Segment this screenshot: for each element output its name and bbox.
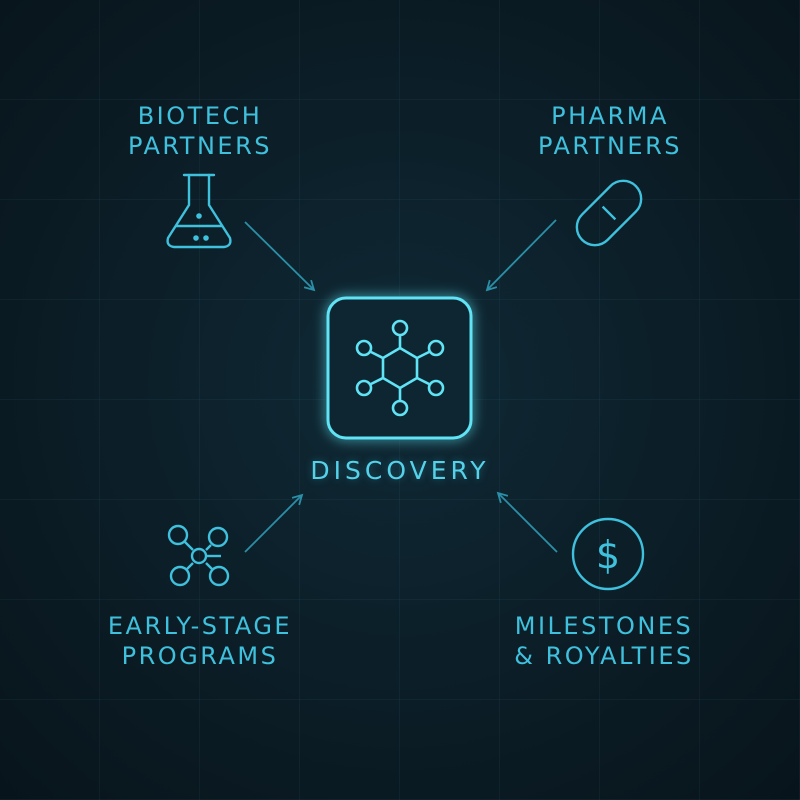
biotech-partners-label: BIOTECH PARTNERS: [100, 101, 300, 161]
arrow-biotech-to-discovery: [244, 221, 316, 292]
pharma-label-line-1: PHARMA: [551, 102, 669, 130]
arrow-pharma-to-discovery: [485, 219, 557, 292]
discovery-label: DISCOVERY: [310, 456, 490, 485]
biotech-label-line-1: BIOTECH: [137, 102, 263, 130]
molecule-icon: [355, 319, 445, 417]
dollar-coin-icon: $: [571, 517, 645, 591]
svg-text:$: $: [596, 533, 620, 577]
flask-icon: [166, 173, 232, 249]
arrow-discovery-to-milestones: [496, 491, 558, 553]
pharma-partners-label: PHARMA PARTNERS: [510, 101, 710, 161]
milestones-royalties-label: MILESTONES & ROYALTIES: [484, 611, 724, 671]
discovery-box: [326, 296, 473, 440]
pharma-label-line-2: PARTNERS: [538, 132, 682, 160]
early-stage-programs-label: EARLY-STAGE PROGRAMS: [80, 611, 320, 671]
milestones-label-line-2: & ROYALTIES: [514, 642, 694, 670]
network-icon: [167, 524, 230, 587]
biotech-label-line-2: PARTNERS: [128, 132, 272, 160]
pill-icon: [575, 179, 643, 247]
milestones-label-line-1: MILESTONES: [514, 612, 694, 640]
early-label-line-2: PROGRAMS: [121, 642, 279, 670]
arrow-discovery-to-early-stage: [244, 493, 304, 553]
early-label-line-1: EARLY-STAGE: [107, 612, 293, 640]
